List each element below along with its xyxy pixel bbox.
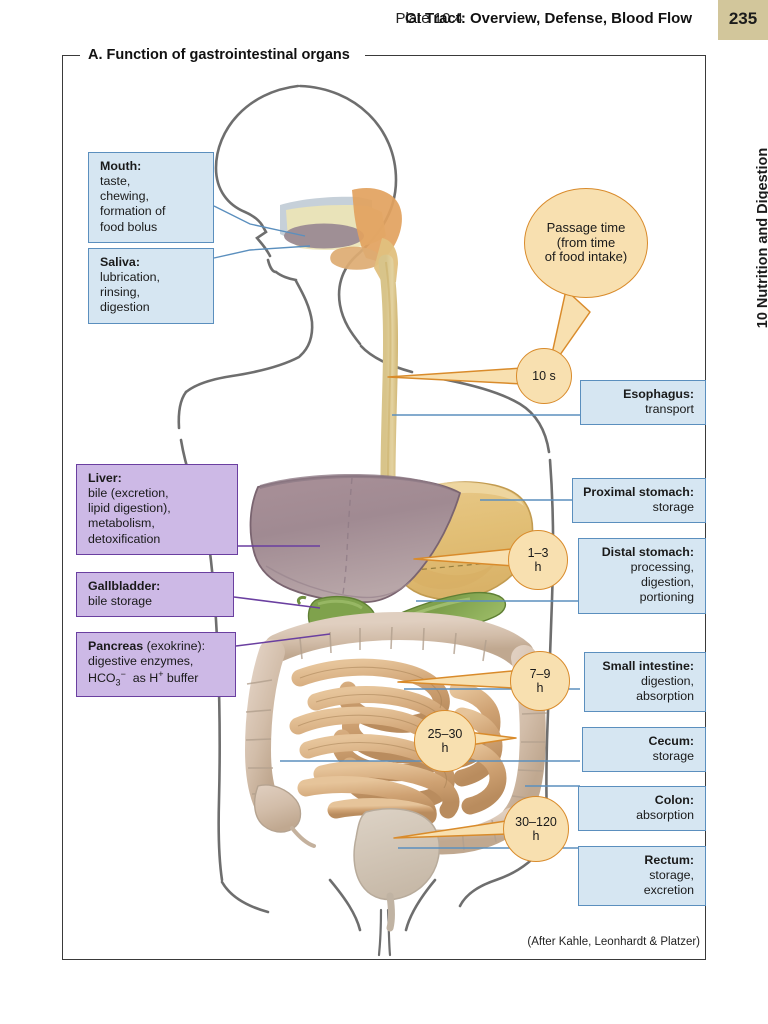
box-line: transport	[645, 402, 694, 417]
plate-label: Plate 10.4	[395, 10, 463, 27]
bubble-value: 1–3	[527, 546, 549, 560]
bubble-unit: h	[441, 741, 449, 755]
box-line: chewing,	[100, 189, 149, 204]
box-line: digestion	[100, 300, 150, 315]
annotation-box-proximal-stomach[interactable]: Proximal stomach: storage	[572, 478, 706, 524]
box-title-esophagus: Esophagus:	[623, 387, 694, 401]
figure-caption: A. Function of gastrointestinal organs	[80, 47, 358, 63]
bubble-value: 7–9	[529, 667, 551, 681]
passage-time-small-intestine: 7–9 h	[510, 651, 570, 711]
bubble-value: 10 s	[532, 369, 556, 383]
box-line: storage	[652, 500, 694, 515]
box-title-colon: Colon:	[654, 793, 694, 807]
passage-time-legend-bubble: Passage time (from time of food intake)	[524, 188, 648, 298]
passage-time-cecum: 25–30 h	[414, 710, 476, 772]
annotation-box-rectum[interactable]: Rectum: storage, excretion	[578, 846, 706, 907]
box-line: lipid digestion),	[88, 501, 171, 516]
bubble-value: 25–30	[427, 727, 463, 741]
page-number: 235	[728, 9, 758, 28]
annotation-box-colon[interactable]: Colon: absorption	[578, 786, 706, 832]
passage-time-esophagus: 10 s	[516, 348, 572, 404]
annotation-box-cecum[interactable]: Cecum: storage	[582, 727, 706, 773]
passage-time-colon: 30–120 h	[503, 796, 569, 862]
box-title-liver: Liver:	[88, 471, 122, 485]
box-line: processing,	[630, 560, 694, 575]
passage-time-stomach: 1–3 h	[508, 530, 568, 590]
box-line: food bolus	[100, 219, 158, 234]
box-line: digestion,	[640, 674, 694, 689]
box-line-formula: HCO3− as H+ buffer	[88, 669, 199, 688]
annotation-box-mouth[interactable]: Mouth: taste, chewing, formation of food…	[88, 152, 214, 243]
box-title-rectum: Rectum:	[644, 853, 694, 867]
box-line: rinsing,	[100, 285, 140, 300]
box-title-pancreas: Pancreas	[88, 639, 144, 653]
box-line: formation of	[100, 204, 166, 219]
box-title-saliva: Saliva:	[100, 255, 140, 269]
annotation-box-small-intestine[interactable]: Small intestine: digestion, absorption	[584, 652, 706, 713]
annotation-box-liver[interactable]: Liver: bile (excretion, lipid digestion)…	[76, 464, 238, 555]
box-line: detoxification	[88, 531, 161, 546]
box-title-small-intestine: Small intestine:	[602, 659, 694, 673]
page-title: GI Tract: Overview, Defense, Blood Flow	[404, 10, 692, 27]
box-title-distal-stomach: Distal stomach:	[601, 545, 694, 559]
bubble-unit: h	[532, 829, 540, 843]
legend-line: (from time	[556, 234, 616, 250]
box-title-mouth: Mouth:	[100, 159, 142, 173]
box-title-suffix: (exokrine):	[143, 639, 206, 653]
annotation-box-saliva[interactable]: Saliva: lubrication, rinsing, digestion	[88, 248, 214, 324]
page-number-badge	[718, 0, 768, 40]
chapter-label: 10 Nutrition and Digestion	[755, 147, 768, 329]
caption-dash-left	[69, 55, 81, 56]
caption-dash-right	[365, 55, 377, 56]
box-line: taste,	[100, 174, 131, 189]
bubble-unit: h	[536, 681, 544, 695]
box-line: digestion,	[640, 575, 694, 590]
annotation-box-distal-stomach[interactable]: Distal stomach: processing, digestion, p…	[578, 538, 706, 614]
legend-line: Passage time	[546, 220, 626, 236]
box-line: portioning	[639, 590, 694, 605]
box-line: storage	[652, 749, 694, 764]
box-line: bile storage	[88, 594, 153, 609]
box-line: absorption	[636, 689, 694, 704]
annotation-box-esophagus[interactable]: Esophagus: transport	[580, 380, 706, 426]
box-line: excretion	[643, 883, 694, 898]
box-line: digestive enzymes,	[88, 654, 194, 669]
bubble-value: 30–120	[515, 815, 557, 829]
box-line: bile (excretion,	[88, 486, 169, 501]
box-line: metabolism,	[88, 516, 155, 531]
annotation-box-gallbladder[interactable]: Gallbladder: bile storage	[76, 572, 234, 618]
box-title-cecum: Cecum:	[648, 734, 694, 748]
legend-line: of food intake)	[544, 249, 628, 265]
bubble-unit: h	[534, 560, 542, 574]
box-line: absorption	[636, 808, 694, 823]
figure-credit: (After Kahle, Leonhardt & Platzer)	[527, 936, 700, 948]
box-line: lubrication,	[100, 270, 160, 285]
box-title-proximal-stomach: Proximal stomach:	[583, 485, 694, 499]
box-title-gallbladder: Gallbladder:	[88, 579, 161, 593]
box-line: storage,	[649, 868, 694, 883]
annotation-box-pancreas[interactable]: Pancreas (exokrine): digestive enzymes, …	[76, 632, 236, 697]
page-header: Plate 10.4 GI Tract: Overview, Defense, …	[0, 0, 768, 40]
chapter-sidebar: 10 Nutrition and Digestion	[718, 40, 768, 1024]
